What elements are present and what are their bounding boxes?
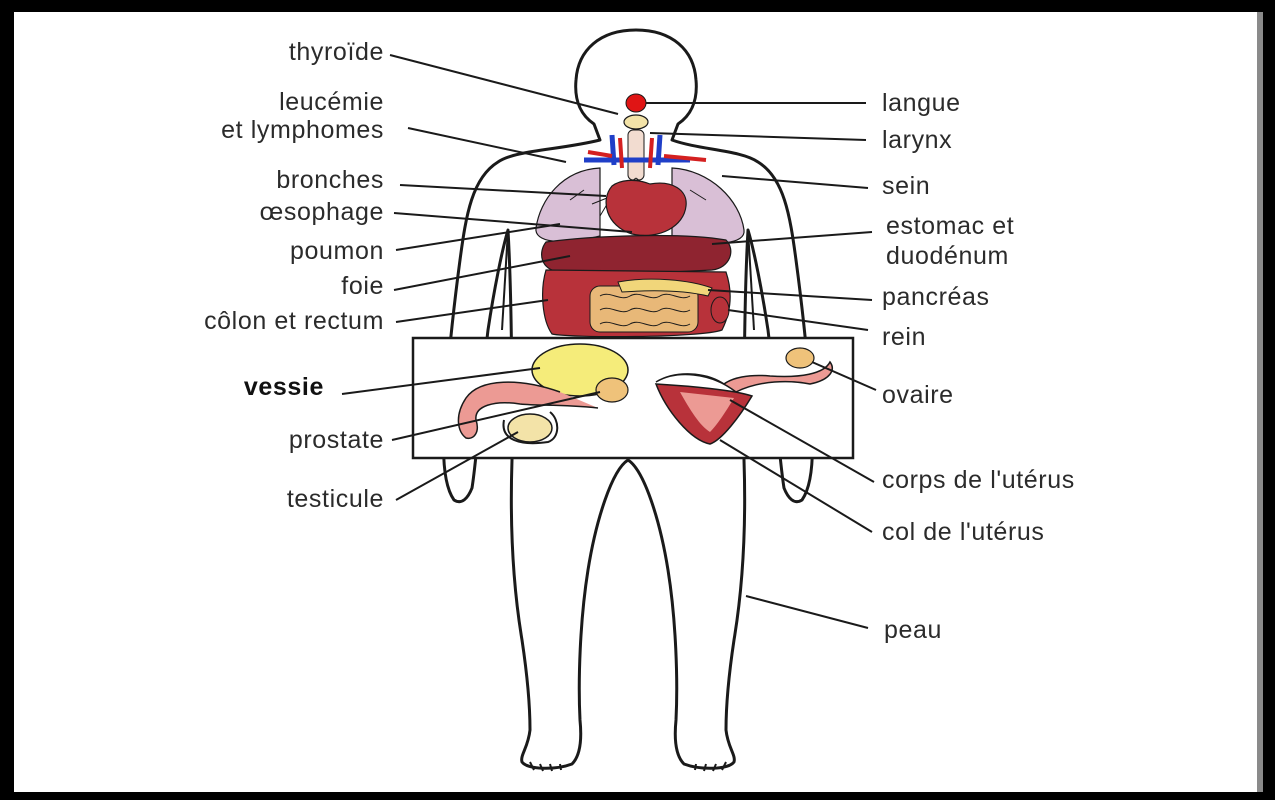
label-stomach-line2: duodénum xyxy=(886,242,1009,270)
tongue-organ xyxy=(626,94,646,112)
label-ovary: ovaire xyxy=(882,381,954,409)
label-tongue: langue xyxy=(882,89,961,117)
label-bronchi: bronches xyxy=(276,166,384,194)
label-esophagus: œsophage xyxy=(260,198,384,226)
label-larynx: larynx xyxy=(882,126,952,154)
reproductive-inset xyxy=(413,338,853,458)
prostate-organ xyxy=(596,378,628,402)
label-pancreas: pancréas xyxy=(882,283,990,311)
label-leukemia-line1: leucémie xyxy=(279,88,384,116)
label-kidney: rein xyxy=(882,323,926,351)
label-liver: foie xyxy=(341,272,384,300)
label-testicle: testicule xyxy=(287,485,384,513)
label-leukemia-line2: et lymphomes xyxy=(221,116,384,144)
label-lung: poumon xyxy=(290,237,384,265)
label-breast: sein xyxy=(882,172,930,200)
label-bladder: vessie xyxy=(244,373,324,401)
label-skin: peau xyxy=(884,616,942,644)
label-prostate: prostate xyxy=(289,426,384,454)
right-edge-strip xyxy=(1257,12,1263,792)
trachea xyxy=(628,130,644,180)
small-intestine xyxy=(590,286,698,332)
label-colon: côlon et rectum xyxy=(204,307,384,335)
liver-stomach xyxy=(542,236,731,274)
label-uterus-body: corps de l'utérus xyxy=(882,466,1075,494)
label-stomach-line1: estomac et xyxy=(886,212,1014,240)
kidney-organ xyxy=(711,297,729,323)
larynx-organ xyxy=(624,115,648,129)
label-thyroid: thyroïde xyxy=(289,38,384,66)
ovary-organ xyxy=(786,348,814,368)
testicle-organ xyxy=(508,414,552,442)
label-cervix: col de l'utérus xyxy=(882,518,1044,546)
